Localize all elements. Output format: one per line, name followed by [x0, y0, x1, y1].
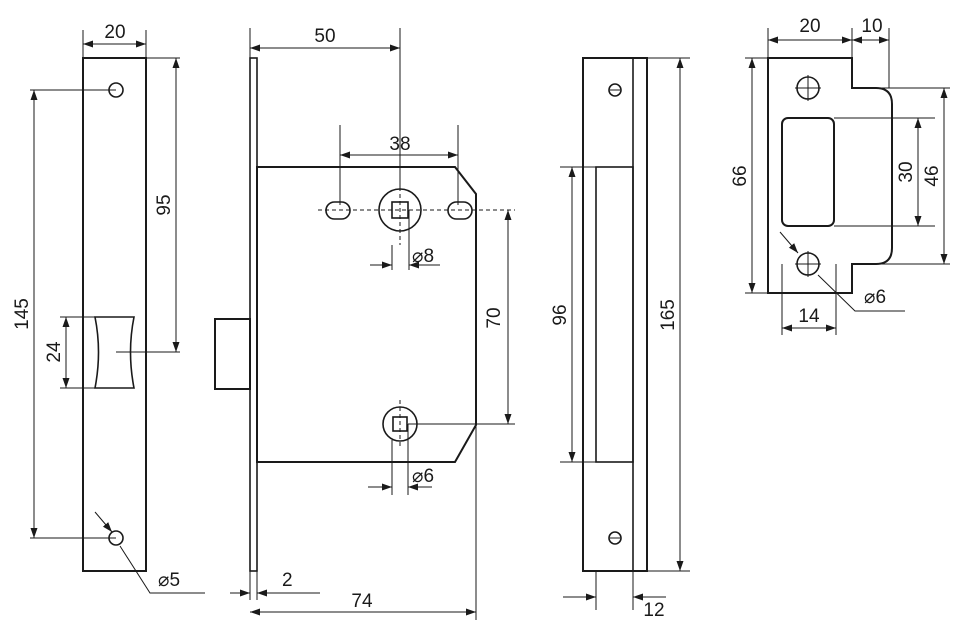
front-plate-view: 20 95 145 24 ⌀5 — [12, 22, 205, 594]
plate-height-label: 165 — [658, 299, 679, 331]
side-thickness-label: 12 — [643, 600, 664, 621]
strike-screw-diameter-label: ⌀6 — [864, 287, 886, 308]
side-plate-outline — [582, 57, 648, 572]
forend-plate — [249, 57, 258, 572]
latch-handle — [94, 316, 135, 389]
spindle-diameter-label: ⌀8 — [412, 246, 434, 267]
strike-hole-offset-label: 14 — [798, 306, 820, 327]
faceplate-width-label: 20 — [104, 22, 125, 43]
strike-width-label: 20 — [799, 16, 820, 37]
lock-body-view: 50 38 ⌀8 70 ⌀6 2 74 — [214, 26, 515, 620]
side-bottom-screw — [608, 531, 622, 545]
strike-opening-label: 30 — [896, 161, 917, 182]
strike-height-label: 66 — [730, 165, 751, 186]
center-distance-label: 70 — [484, 307, 505, 328]
strike-lip-label: 10 — [861, 16, 882, 37]
lock-case — [256, 166, 477, 463]
strike-plate-outline — [767, 57, 893, 294]
strike-opening — [781, 117, 835, 227]
plate-thickness-label: 2 — [282, 570, 293, 591]
bolt-opening — [595, 166, 634, 463]
strike-span-label: 46 — [922, 165, 943, 186]
side-view: 96 165 12 — [550, 57, 690, 621]
key-diameter-label: ⌀6 — [412, 466, 434, 487]
strike-plate-view: 20 10 66 30 46 14 ⌀6 — [730, 16, 950, 335]
faceplate-outline — [82, 57, 147, 572]
screw-spacing-label: 145 — [12, 298, 33, 330]
latch-bolt — [214, 318, 251, 390]
faceplate-screw-diameter-label: ⌀5 — [158, 570, 180, 591]
backset-label: 50 — [314, 26, 335, 47]
overall-depth-label: 74 — [351, 591, 373, 612]
bolt-height-label: 96 — [550, 304, 571, 325]
side-top-screw — [608, 83, 622, 97]
handle-offset-label: 95 — [154, 194, 175, 215]
slot-spacing-label: 38 — [389, 134, 410, 155]
handle-height-label: 24 — [44, 341, 65, 363]
